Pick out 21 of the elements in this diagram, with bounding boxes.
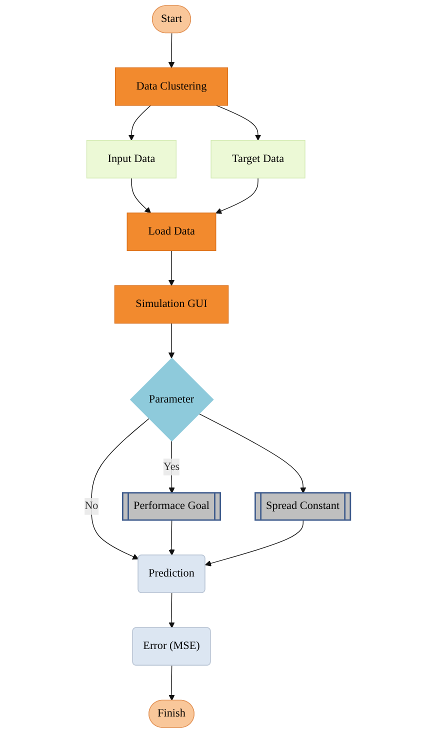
arrow (216, 178, 258, 214)
node-diamond: Parameter (130, 358, 214, 442)
node-box: Load Data (126, 212, 216, 251)
arrow (131, 178, 151, 214)
arrow (91, 418, 150, 560)
arrow (216, 105, 262, 141)
arrow (205, 520, 304, 566)
arrow (128, 105, 152, 141)
node-box: Input Data (86, 140, 176, 178)
node-box: Target Data (210, 140, 306, 178)
arrow (198, 413, 306, 494)
arrow (168, 250, 175, 286)
edge-label: No (84, 500, 98, 512)
node-box: Data Clustering (115, 67, 228, 106)
arrow (168, 520, 175, 556)
edge-label: Yes (163, 460, 180, 473)
arrow (168, 32, 175, 68)
arrow (168, 665, 175, 701)
node-box: Simulation GUI (114, 285, 229, 324)
arrow (168, 592, 175, 628)
arrow (168, 322, 175, 358)
